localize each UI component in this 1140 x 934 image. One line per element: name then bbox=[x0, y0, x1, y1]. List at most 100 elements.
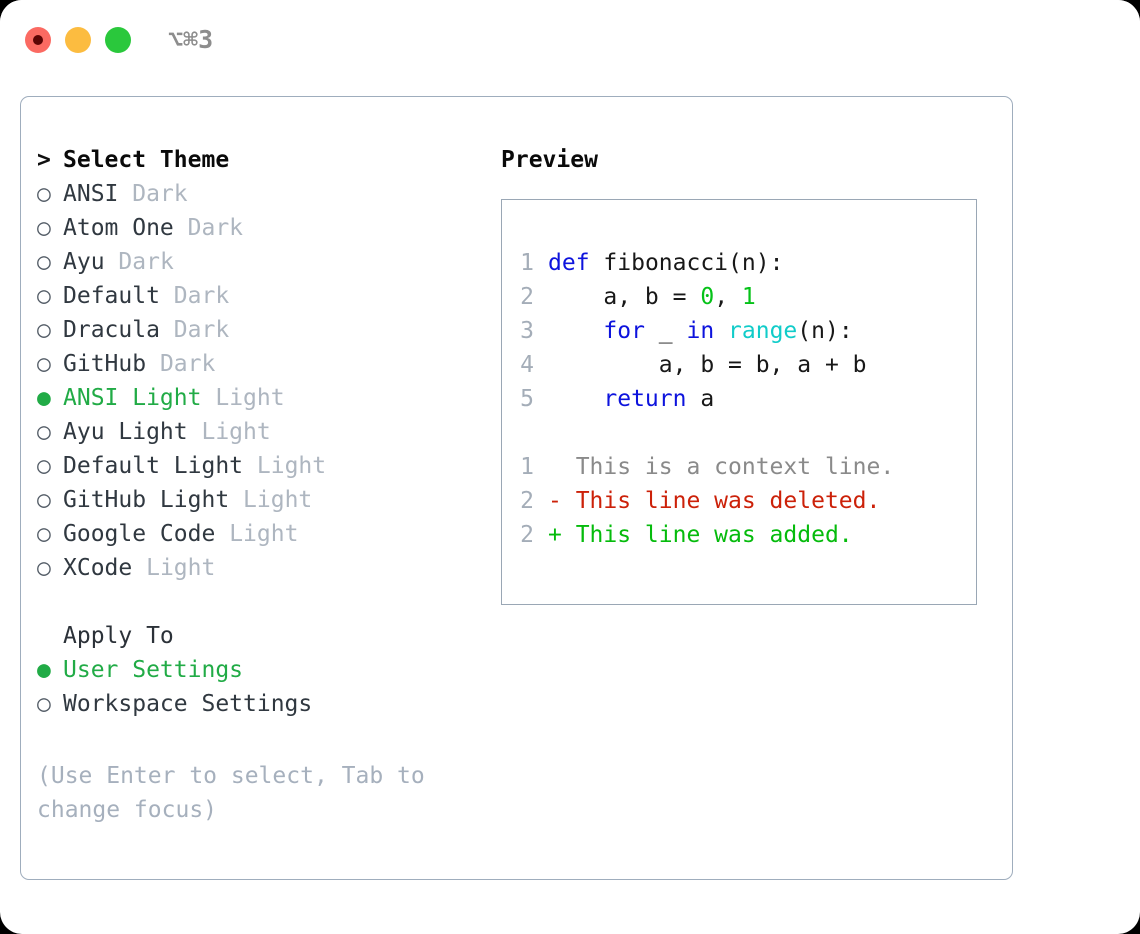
theme-name-label: ANSI bbox=[63, 181, 119, 207]
theme-label-separator bbox=[188, 415, 202, 449]
theme-category-label: Dark bbox=[187, 215, 244, 241]
code-line-text: for _ in range(n): bbox=[548, 314, 853, 348]
radio-unselected-icon[interactable]: ○ bbox=[37, 419, 51, 445]
apply-to-heading-row: · Apply To bbox=[37, 619, 487, 653]
theme-list-item[interactable]: ○Dracula Dark bbox=[37, 313, 487, 347]
code-token: , bbox=[714, 284, 742, 310]
radio-unselected-icon[interactable]: ○ bbox=[37, 453, 51, 479]
theme-list-item[interactable]: ○ GitHub Dark bbox=[37, 347, 487, 381]
radio-selected-icon[interactable]: ● bbox=[37, 657, 51, 683]
keyboard-shortcut-label: ⌥⌘3 bbox=[168, 25, 214, 54]
select-theme-heading-row: > Select Theme bbox=[37, 143, 487, 177]
line-number: 5 bbox=[520, 386, 534, 412]
theme-label-separator bbox=[229, 483, 243, 517]
code-token: 0 bbox=[700, 284, 715, 310]
theme-list-item[interactable]: ○Ayu Light Light bbox=[37, 415, 487, 449]
theme-label-separator bbox=[118, 177, 132, 211]
code-line-text: return a bbox=[548, 382, 714, 416]
theme-name-label: Atom One bbox=[63, 215, 174, 241]
theme-name-label: Default bbox=[63, 283, 160, 309]
theme-label-separator bbox=[132, 551, 146, 585]
theme-label-separator bbox=[243, 449, 257, 483]
diff-line-text: + This line was added. bbox=[548, 522, 853, 548]
theme-label-separator bbox=[146, 347, 160, 381]
preview-heading: Preview bbox=[501, 147, 598, 173]
maximize-window-button[interactable] bbox=[105, 27, 131, 53]
theme-list-item[interactable]: ○ANSI Dark bbox=[37, 177, 487, 211]
theme-name-label: Ayu Light bbox=[63, 419, 188, 445]
radio-unselected-icon[interactable]: ○ bbox=[37, 215, 51, 241]
title-bar: ⌥⌘3 bbox=[0, 0, 1140, 78]
diff-line: 2- This line was deleted. bbox=[502, 484, 978, 518]
radio-unselected-icon[interactable]: ○ bbox=[37, 487, 51, 513]
theme-label-separator bbox=[215, 517, 229, 551]
theme-name-label: GitHub bbox=[63, 351, 147, 377]
code-line-text: def fibonacci(n): bbox=[548, 246, 783, 280]
code-line-text: a, b = b, a + b bbox=[548, 348, 867, 382]
line-number: 2 bbox=[520, 522, 534, 548]
apply-to-option-label: Workspace Settings bbox=[63, 691, 313, 717]
radio-unselected-icon[interactable]: ○ bbox=[37, 555, 51, 581]
page-title: Select Theme bbox=[63, 147, 230, 173]
code-diff-spacer bbox=[502, 416, 978, 450]
theme-category-label: Light bbox=[243, 487, 313, 513]
theme-list-item[interactable]: ○ GitHub Light Light bbox=[37, 483, 487, 517]
theme-list-item[interactable]: ○Default Dark bbox=[37, 279, 487, 313]
radio-unselected-icon[interactable]: ○ bbox=[37, 691, 51, 717]
theme-list-item[interactable]: ○XCode Light bbox=[37, 551, 487, 585]
radio-unselected-icon[interactable]: ○ bbox=[37, 249, 51, 275]
line-number: 2 bbox=[520, 488, 534, 514]
theme-list-item[interactable]: ○Default Light Light bbox=[37, 449, 487, 483]
line-number: 2 bbox=[520, 284, 534, 310]
code-token: a, b = b, a + b bbox=[548, 352, 867, 378]
radio-unselected-icon[interactable]: ○ bbox=[37, 283, 51, 309]
theme-name-label: XCode bbox=[63, 555, 133, 581]
theme-list-item[interactable]: ○ Google Code Light bbox=[37, 517, 487, 551]
theme-category-label: Light bbox=[256, 453, 327, 479]
apply-to-option[interactable]: ○ Workspace Settings bbox=[37, 687, 487, 721]
theme-name-label: Dracula bbox=[63, 317, 160, 343]
theme-category-label: Dark bbox=[159, 351, 216, 377]
line-number: 1 bbox=[520, 454, 534, 480]
theme-name-label: Google Code bbox=[63, 521, 216, 547]
code-line: 1 def fibonacci(n): bbox=[502, 246, 978, 280]
theme-selector-column: > Select Theme ○ANSI Dark○Atom One Dark○… bbox=[37, 143, 487, 721]
diff-line: 2 + This line was added. bbox=[502, 518, 978, 552]
minimize-window-button[interactable] bbox=[65, 27, 91, 53]
code-line: 4 a, b = b, a + b bbox=[502, 348, 978, 382]
theme-label-separator bbox=[160, 279, 174, 313]
diff-snippet: 1 This is a context line.2- This line wa… bbox=[502, 450, 978, 552]
code-token: (n): bbox=[797, 318, 853, 344]
code-line: 3 for _ in range(n): bbox=[502, 314, 978, 348]
theme-label-separator bbox=[174, 211, 188, 245]
list-spacer bbox=[37, 585, 487, 619]
code-token: range bbox=[728, 318, 798, 344]
diff-line: 1 This is a context line. bbox=[502, 450, 978, 484]
code-line: 5 return a bbox=[502, 382, 978, 416]
line-number: 4 bbox=[520, 352, 534, 378]
theme-list-item[interactable]: ○ Atom One Dark bbox=[37, 211, 487, 245]
apply-to-option[interactable]: ●User Settings bbox=[37, 653, 487, 687]
code-line-text: a, b = 0, 1 bbox=[548, 280, 755, 314]
code-token: fibonacci(n): bbox=[603, 250, 784, 276]
theme-list-item[interactable]: ○Ayu Dark bbox=[37, 245, 487, 279]
apply-to-label: Apply To bbox=[63, 623, 174, 649]
radio-unselected-icon[interactable]: ○ bbox=[37, 181, 51, 207]
radio-selected-icon[interactable]: ● bbox=[37, 385, 51, 411]
theme-list-item[interactable]: ●ANSI Light Light bbox=[37, 381, 487, 415]
radio-unselected-icon[interactable]: ○ bbox=[37, 351, 51, 377]
radio-unselected-icon[interactable]: ○ bbox=[37, 521, 51, 547]
theme-name-label: GitHub Light bbox=[63, 487, 230, 513]
keyboard-hint-text: (Use Enter to select, Tab to change focu… bbox=[37, 763, 439, 823]
theme-name-label: ANSI Light bbox=[63, 385, 202, 411]
code-token bbox=[548, 318, 603, 344]
line-number: 1 bbox=[520, 250, 534, 276]
radio-unselected-icon[interactable]: ○ bbox=[37, 317, 51, 343]
theme-category-label: Light bbox=[229, 521, 299, 547]
theme-label-separator bbox=[160, 313, 174, 347]
